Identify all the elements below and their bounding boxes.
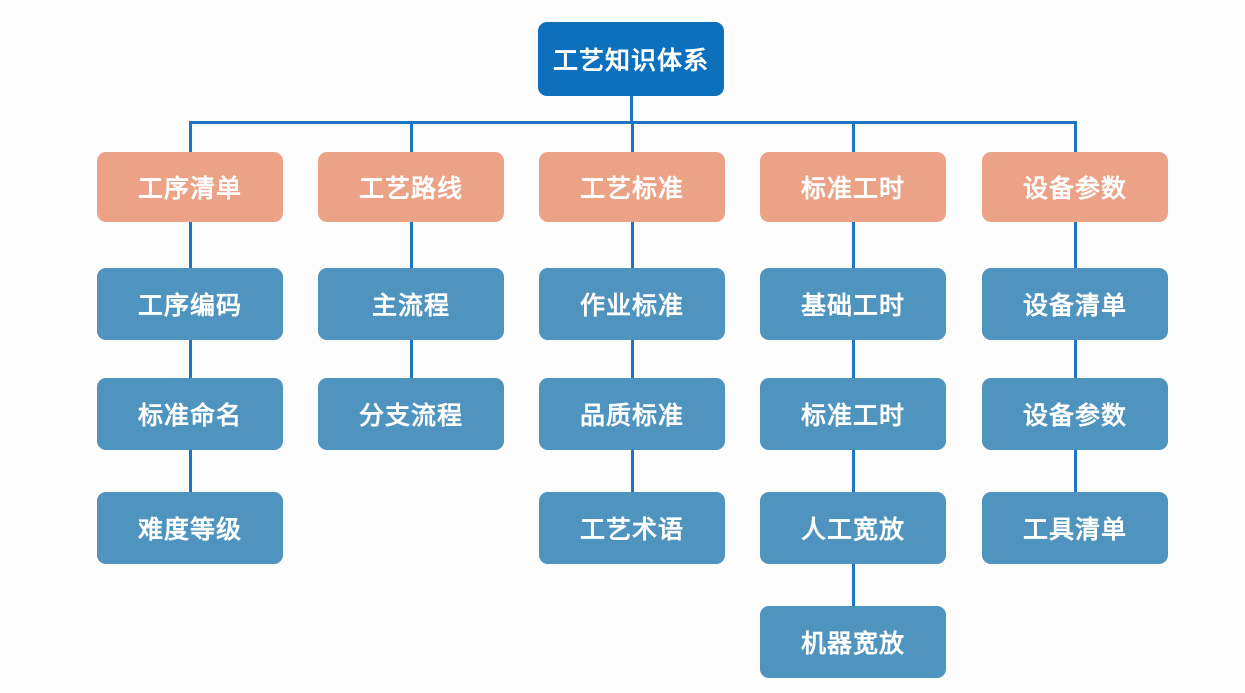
connector-col5-seg1 [1074,222,1077,268]
connector-drop-col1 [189,124,192,152]
connector-col5-seg2 [1074,340,1077,378]
child-node-branch-flow: 分支流程 [318,378,504,450]
child-node-process-terminology: 工艺术语 [539,492,725,564]
connector-col1-seg1 [189,222,192,268]
child-node-standard-hours: 标准工时 [760,378,946,450]
branch-node-process-route: 工艺路线 [318,152,504,222]
connector-root-stem [630,96,633,121]
connector-col1-seg3 [189,450,192,492]
child-node-quality-standard: 品质标准 [539,378,725,450]
connector-drop-col3 [631,124,634,152]
connector-drop-col5 [1074,124,1077,152]
child-node-process-code: 工序编码 [97,268,283,340]
child-node-equipment-list: 设备清单 [982,268,1168,340]
connector-drop-col2 [410,124,413,152]
branch-node-process-list: 工序清单 [97,152,283,222]
branch-node-equipment-params: 设备参数 [982,152,1168,222]
node-root-process-knowledge-system: 工艺知识体系 [538,22,724,96]
child-node-standard-naming: 标准命名 [97,378,283,450]
child-node-manual-allowance: 人工宽放 [760,492,946,564]
connector-col4-seg3 [852,450,855,492]
child-node-equipment-params: 设备参数 [982,378,1168,450]
connector-col2-seg2 [410,340,413,378]
child-node-tool-list: 工具清单 [982,492,1168,564]
connector-drop-col4 [852,124,855,152]
child-node-operation-standard: 作业标准 [539,268,725,340]
child-node-machine-allowance: 机器宽放 [760,606,946,678]
branch-node-standard-hours: 标准工时 [760,152,946,222]
connector-horizontal-rail [189,121,1077,124]
connector-col4-seg4 [852,564,855,606]
child-node-basic-hours: 基础工时 [760,268,946,340]
connector-col4-seg2 [852,340,855,378]
connector-col5-seg3 [1074,450,1077,492]
child-node-difficulty-level: 难度等级 [97,492,283,564]
connector-col2-seg1 [410,222,413,268]
connector-col1-seg2 [189,340,192,378]
connector-col3-seg1 [631,222,634,268]
connector-col4-seg1 [852,222,855,268]
child-node-main-flow: 主流程 [318,268,504,340]
branch-node-process-standard: 工艺标准 [539,152,725,222]
connector-col3-seg2 [631,340,634,378]
connector-col3-seg3 [631,450,634,492]
